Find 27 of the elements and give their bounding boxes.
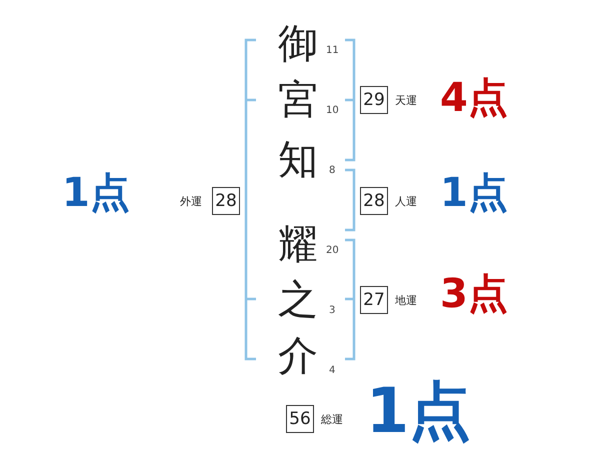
stroke-count: 4 [329,366,336,376]
name-character: 御 [278,24,318,64]
fortune-label: 天運 [395,95,417,106]
score-text: 1点 [440,173,508,213]
score-text: 4点 [440,78,508,118]
name-character: 之 [278,280,318,320]
stroke-count: 20 [326,246,339,256]
fortune-label: 総運 [321,414,343,425]
fortune-label: 地運 [395,295,417,306]
number-box: 56 [286,405,314,433]
score-text: 1点 [62,173,130,213]
score-text: 3点 [440,274,508,314]
fortune-label: 外運 [180,196,202,207]
stroke-count: 10 [326,106,339,116]
score-text: 1点 [366,380,472,442]
stroke-count: 3 [329,306,336,316]
name-character: 宮 [278,80,318,120]
number-box: 28 [212,187,240,215]
name-character: 耀 [278,225,318,265]
number-box: 28 [360,187,388,215]
number-box: 29 [360,86,388,114]
name-character: 知 [278,140,318,180]
number-box: 27 [360,286,388,314]
name-character: 介 [278,336,318,376]
fortune-label: 人運 [395,196,417,207]
stroke-count: 11 [326,46,339,56]
stroke-count: 8 [329,166,336,176]
